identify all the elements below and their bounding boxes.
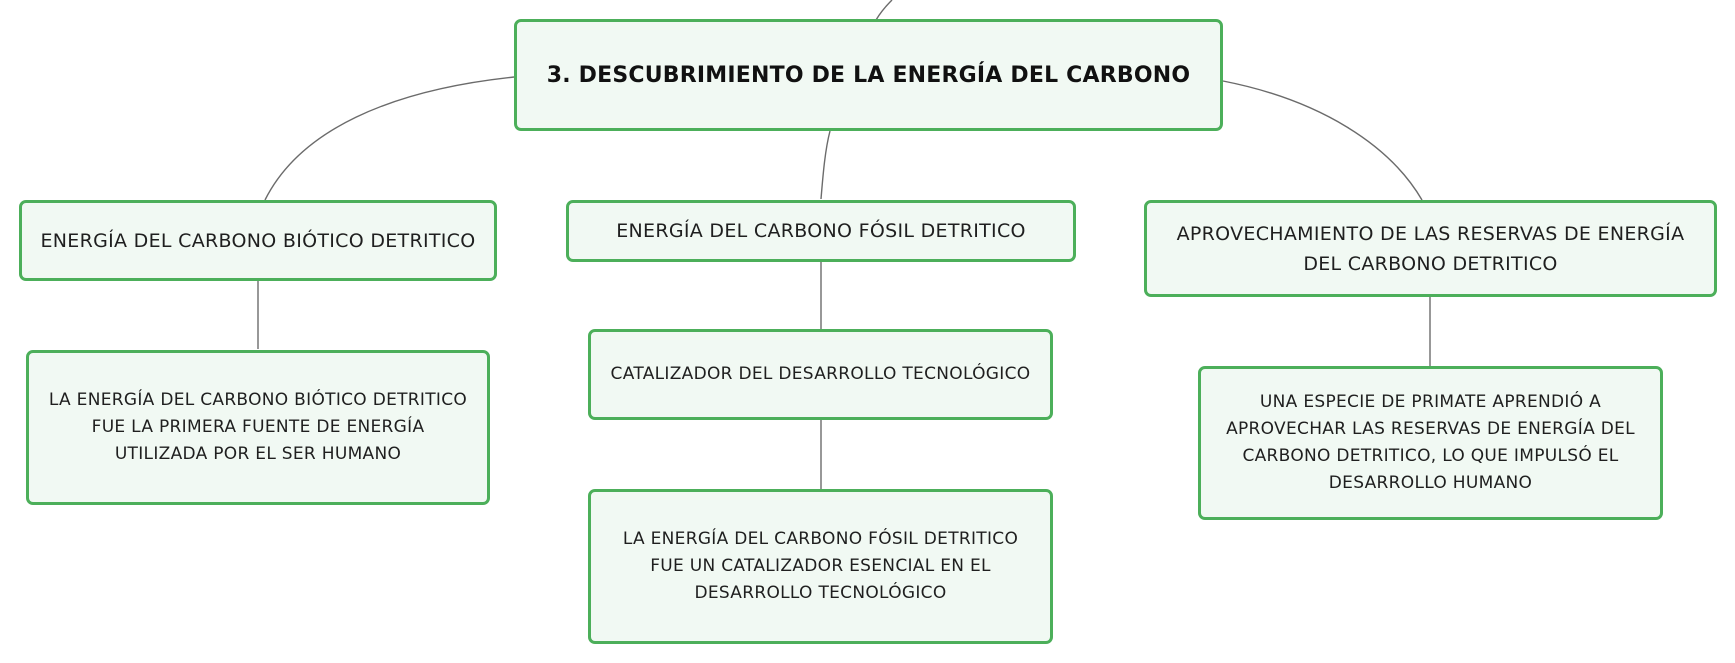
root-node-label: 3. DESCUBRIMIENTO DE LA ENERGÍA DEL CARB… <box>546 62 1191 88</box>
leaf-node-fossil[interactable]: LA ENERGÍA DEL CARBONO FÓSIL DETRITICO F… <box>588 489 1053 644</box>
branch-node-reserves[interactable]: APROVECHAMIENTO DE LAS RESERVAS DE ENERG… <box>1144 200 1717 297</box>
connector-root-branch-1 <box>264 76 515 201</box>
leaf-node-label: LA ENERGÍA DEL CARBONO BIÓTICO DETRITICO… <box>48 390 468 464</box>
leaf-node-label: UNA ESPECIE DE PRIMATE APRENDIÓ A APROVE… <box>1226 392 1635 493</box>
leaf-node-label: LA ENERGÍA DEL CARBONO FÓSIL DETRITICO F… <box>622 529 1019 603</box>
root-node[interactable]: 3. DESCUBRIMIENTO DE LA ENERGÍA DEL CARB… <box>514 19 1223 131</box>
child-node-catalyst[interactable]: CATALIZADOR DEL DESARROLLO TECNOLÓGICO <box>588 329 1053 420</box>
branch-node-label: ENERGÍA DEL CARBONO BIÓTICO DETRITICO <box>40 229 476 252</box>
branch-node-biotic[interactable]: ENERGÍA DEL CARBONO BIÓTICO DETRITICO <box>19 200 497 281</box>
branch-node-label: APROVECHAMIENTO DE LAS RESERVAS DE ENERG… <box>1176 222 1685 275</box>
branch-node-label: ENERGÍA DEL CARBONO FÓSIL DETRITICO <box>616 220 1026 242</box>
connector-root-branch-3 <box>1222 80 1423 201</box>
leaf-node-biotic[interactable]: LA ENERGÍA DEL CARBONO BIÓTICO DETRITICO… <box>26 350 490 505</box>
connector-root-branch-2 <box>820 130 831 200</box>
connector-parent-root <box>875 0 893 21</box>
leaf-node-reserves[interactable]: UNA ESPECIE DE PRIMATE APRENDIÓ A APROVE… <box>1198 366 1663 520</box>
child-node-label: CATALIZADOR DEL DESARROLLO TECNOLÓGICO <box>610 364 1031 384</box>
branch-node-fossil[interactable]: ENERGÍA DEL CARBONO FÓSIL DETRITICO <box>566 200 1076 262</box>
